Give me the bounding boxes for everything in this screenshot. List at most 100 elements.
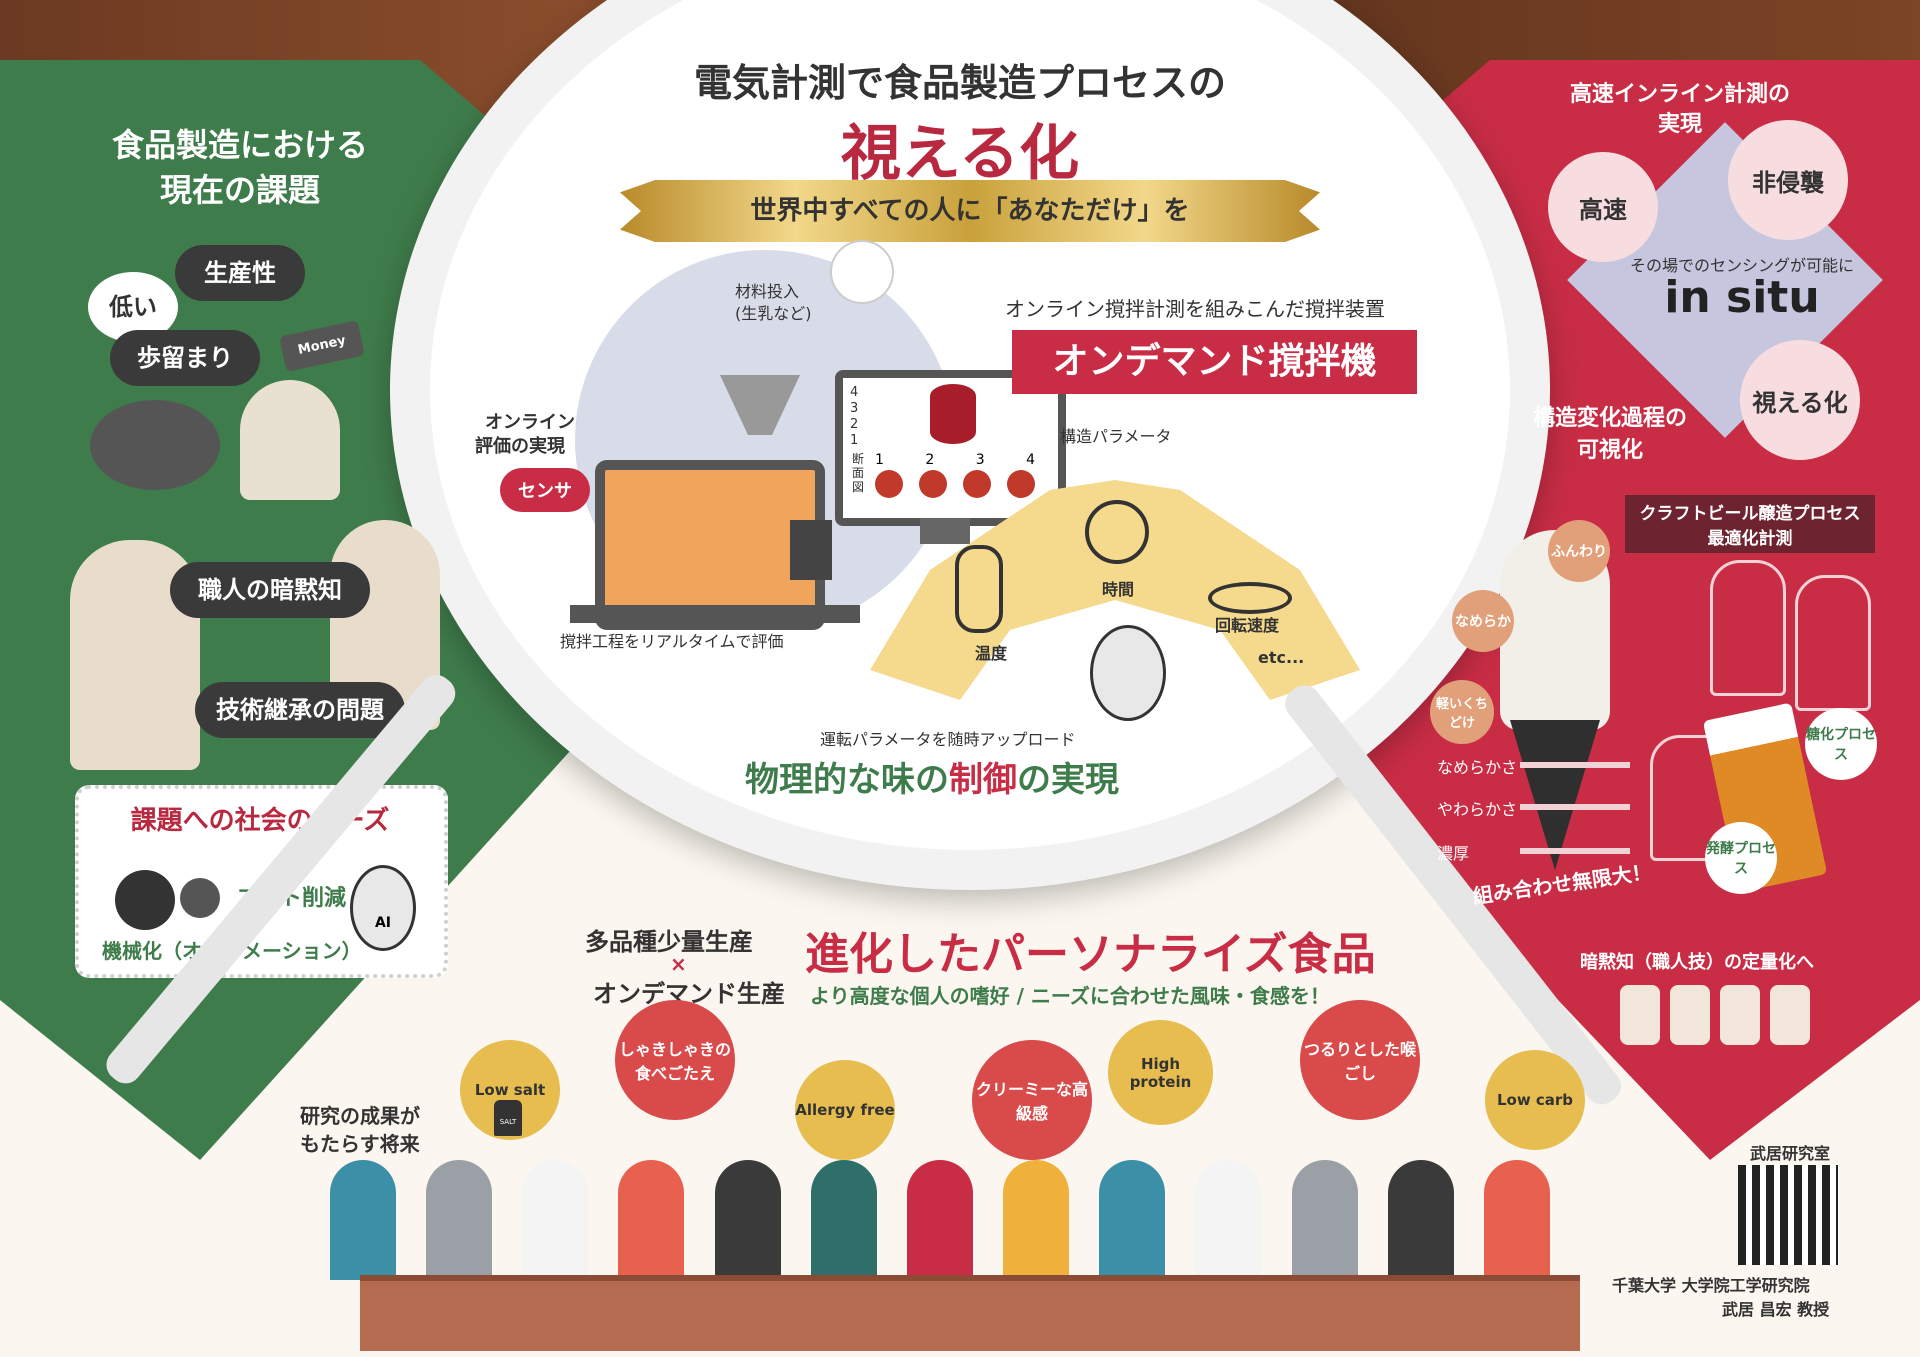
thumb-3-icon [1720, 985, 1760, 1045]
thumb-1-icon [1620, 985, 1660, 1045]
cross-dot-4 [1007, 470, 1035, 498]
future-label-1: 研究の成果が [300, 1104, 420, 1128]
control-headline: 物理的な味の制御の実現 [745, 752, 1119, 801]
level-1: 1 [850, 433, 859, 448]
multi-product-label: 多品種少量生産 [585, 928, 753, 956]
speech-creamy: クリーミーな高級感 [972, 1040, 1092, 1160]
online-label-2: 評価の実現 [475, 436, 565, 457]
lab-name: 武居研究室 [1750, 1144, 1831, 1163]
insitu-label: in situ [1664, 272, 1820, 323]
struct-change-1: 構造変化過程の [1532, 406, 1687, 431]
bubble-succession: 技術継承の問題 [195, 682, 405, 738]
struct-param-label: 構造パラメータ [1060, 427, 1172, 446]
cross-dot-2 [919, 470, 947, 498]
slider-track-1[interactable] [1520, 762, 1630, 768]
left-heading-1: 食品製造における [111, 126, 368, 164]
dining-table [360, 1275, 1580, 1351]
realtime-caption: 撹拌工程をリアルタイムで評価 [560, 632, 784, 651]
mixer-caption: オンライン撹拌計測を組みこんだ撹拌装置 [1005, 297, 1385, 321]
cross-num-2: 2 [925, 452, 935, 468]
mixer-base [570, 605, 860, 623]
worker-icon [830, 240, 894, 304]
fan-temperature: 温度 [975, 644, 1008, 663]
brew-tank-2-icon [1795, 575, 1871, 711]
speech-low-carb: Low carb [1485, 1050, 1585, 1150]
diner-10 [1195, 1160, 1262, 1280]
cross-dot-1 [875, 470, 903, 498]
slider-label-2: やわらかさ [1437, 800, 1518, 819]
robot-icon: AI [350, 865, 416, 951]
beer-title-1: クラフトビール醸造プロセス [1639, 504, 1861, 524]
cross-symbol: × [670, 952, 687, 976]
ferment-tag: 発酵プロセス [1705, 822, 1777, 894]
gold-ribbon: 世界中すべての人に「あなただけ」を [620, 180, 1320, 242]
bubble-tacit-knowledge: 職人の暗黙知 [170, 562, 370, 618]
diner-8 [1003, 1160, 1070, 1280]
struct-change-2: 可視化 [1576, 438, 1643, 463]
thumbs-row [1620, 985, 1810, 1045]
diner-3 [522, 1160, 589, 1280]
cylinder-crosssection-icon [930, 384, 976, 444]
diner-13 [1483, 1160, 1550, 1280]
right-heading-2: 実現 [1657, 112, 1702, 137]
slider-track-3[interactable] [1520, 848, 1630, 854]
sensor-tag: センサ [500, 468, 590, 512]
speech-allergy-free: Allergy free [795, 1060, 895, 1160]
control-a: 物理的な味の [745, 760, 949, 800]
upload-caption: 運転パラメータを随時アップロード [820, 730, 1076, 749]
pie-chart-icon [90, 400, 220, 490]
thumb-4-icon [1770, 985, 1810, 1045]
cross-num-4: 4 [1026, 452, 1035, 468]
fast-circle: 高速 [1548, 152, 1658, 262]
sensing-label: その場でのセンシングが可能に [1629, 256, 1854, 275]
diner-6 [810, 1160, 877, 1280]
brew-tank-1-icon [1710, 560, 1786, 696]
hand-icon [115, 870, 175, 930]
coin-icon [180, 878, 220, 918]
fan-etc: etc... [1258, 648, 1305, 667]
noninvasive-circle: 非侵襲 [1728, 120, 1848, 240]
funwari-tag: ふんわり [1548, 520, 1610, 582]
saccharify-tag: 糖化プロセス [1805, 708, 1877, 780]
diner-9 [1099, 1160, 1166, 1280]
cross-num-1: 1 [875, 452, 884, 468]
beer-title-2: 最適化計測 [1707, 529, 1793, 549]
monitor-stand [920, 518, 970, 544]
material-input-label: 材料投入 [735, 282, 800, 301]
evolved-food-headline: 進化したパーソナライズ食品 [805, 929, 1376, 980]
level-axis: 4 3 2 1 [850, 385, 870, 449]
visible-circle: 視える化 [1740, 340, 1860, 460]
speech-high-protein: High protein [1108, 1020, 1213, 1125]
control-c: の実現 [1017, 760, 1119, 800]
material-input-sub: (生乳など) [735, 304, 812, 323]
right-heading-1: 高速インライン計測の [1569, 82, 1790, 107]
nameraka-tag: なめらか [1452, 590, 1514, 652]
university-label: 千葉大学 大学院工学研究院 [1612, 1276, 1810, 1295]
slider-track-2[interactable] [1520, 804, 1630, 810]
diner-2 [426, 1160, 493, 1280]
left-heading-2: 現在の課題 [159, 171, 320, 209]
speech-crunchy: しゃきしゃきの食べごたえ [615, 1000, 735, 1120]
future-label-2: もたらす将来 [300, 1132, 420, 1156]
diner-1 [330, 1160, 396, 1280]
diner-5 [714, 1160, 781, 1280]
level-2: 2 [850, 417, 859, 432]
thumb-2-icon [1670, 985, 1710, 1045]
cross-number-row: 1 2 3 4 [875, 452, 1035, 468]
cross-num-3: 3 [975, 452, 985, 468]
tacit-quantify-label: 暗黙知（職人技）の定量化へ [1580, 952, 1814, 973]
professor-label: 武居 昌宏 教授 [1722, 1300, 1830, 1319]
diner-7 [906, 1160, 973, 1280]
fan-rotation: 回転速度 [1215, 616, 1280, 635]
poster-subtitle: 視える化 [840, 119, 1080, 189]
fan-time: 時間 [1102, 580, 1135, 599]
worried-person-icon [240, 380, 340, 500]
karui-tag: 軽いくちどけ [1430, 680, 1494, 744]
salt-shaker-icon: SALT [494, 1100, 522, 1136]
diner-4 [618, 1160, 685, 1280]
sensor-box-icon [790, 520, 832, 580]
level-4: 4 [850, 385, 859, 400]
mixer-name-banner: オンデマンド撹拌機 [1012, 330, 1417, 394]
bubble-yield: 歩留まり [110, 330, 260, 386]
bubble-productivity: 生産性 [175, 245, 305, 301]
